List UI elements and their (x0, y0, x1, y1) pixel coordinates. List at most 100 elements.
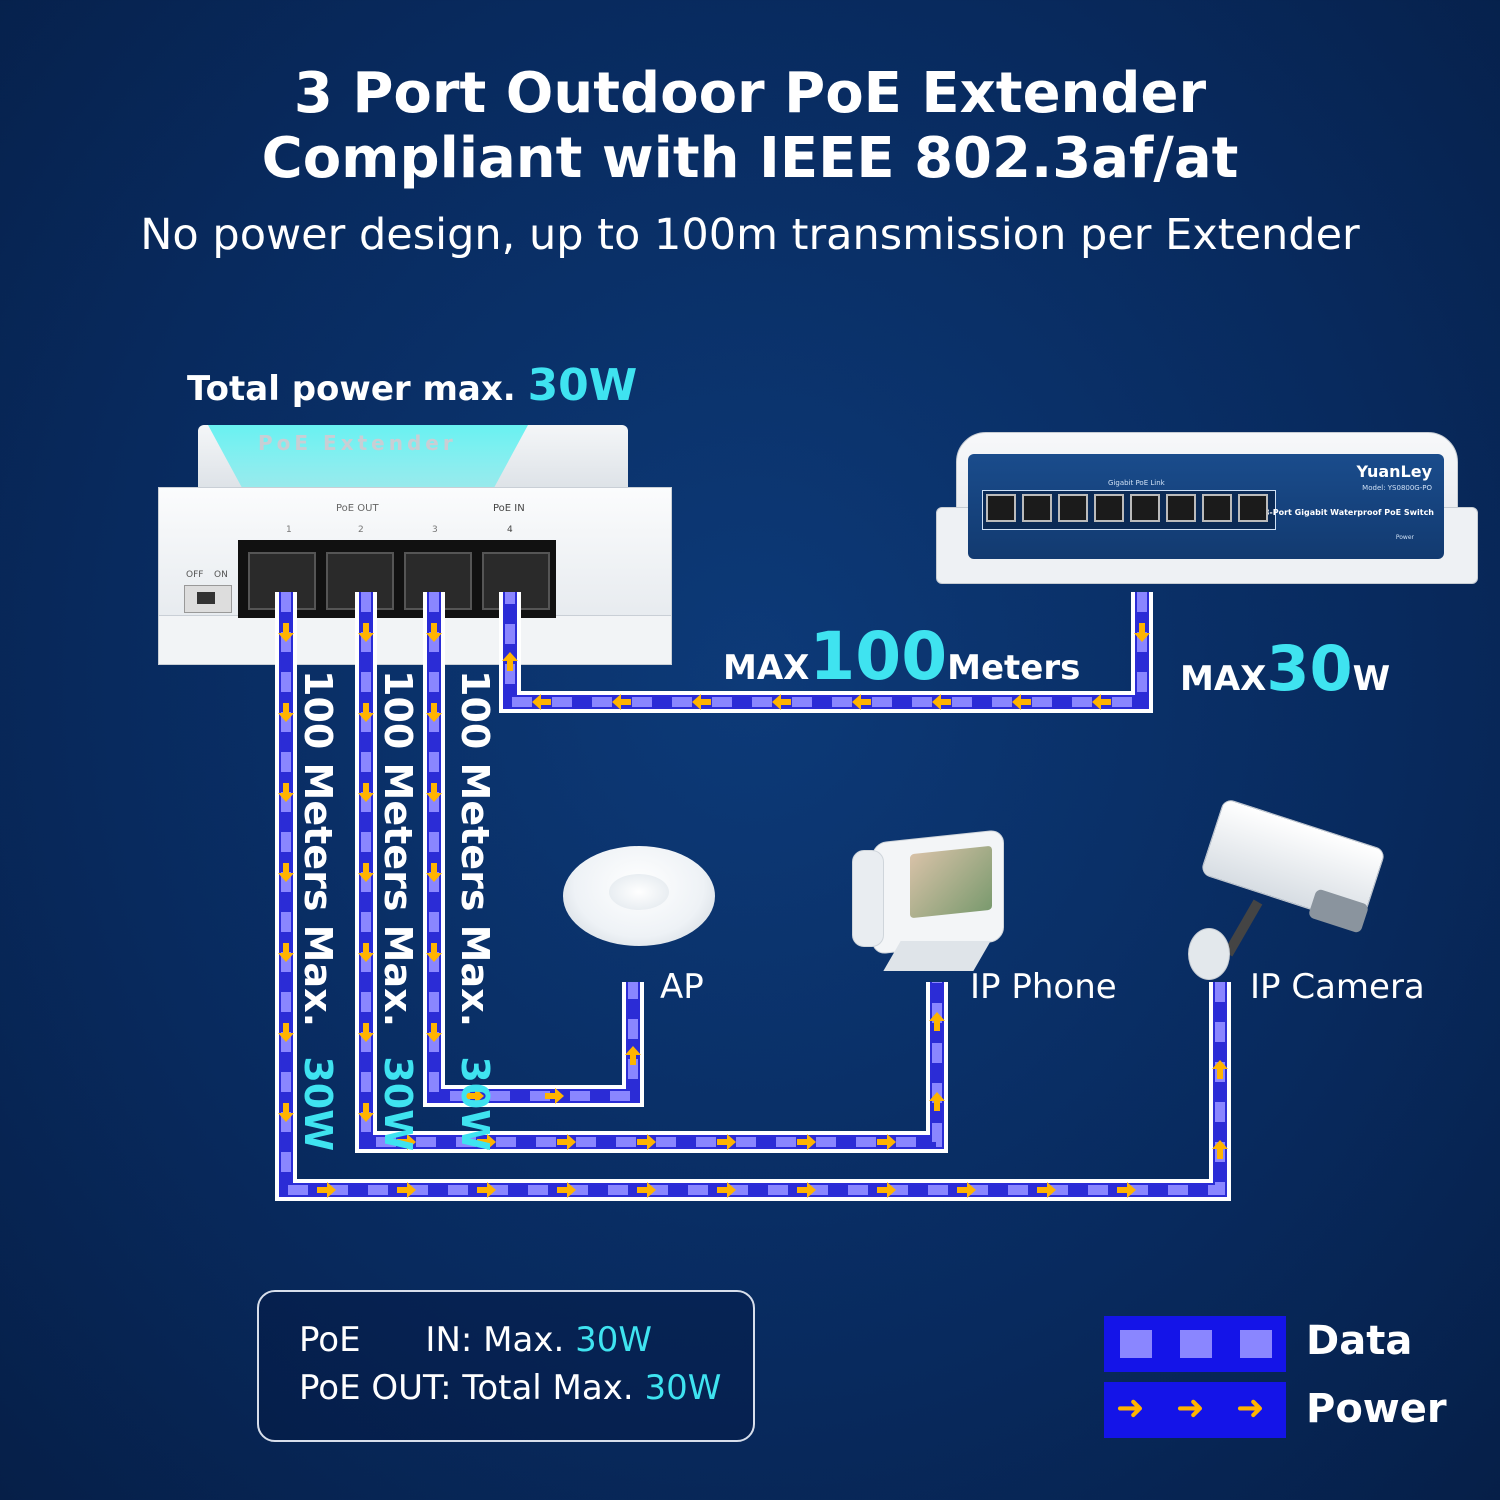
switch-panel-label: Gigabit PoE Link (1108, 479, 1165, 487)
port1-cable-power-arrow (717, 1182, 736, 1198)
port-number-1: 1 (286, 525, 292, 535)
uplink-power-label: MAX30W (1180, 632, 1390, 705)
uplink-power-value: 30 (1266, 632, 1353, 705)
legend-power-swatch: ➜ ➜ ➜ (1104, 1382, 1286, 1438)
port2-cable-power-arrow (797, 1134, 816, 1150)
port1-cable-power-arrow (278, 623, 294, 642)
power-toggle-switch[interactable] (184, 585, 232, 613)
spec-out-row: PoE OUT: Total Max. 30W (299, 1368, 721, 1408)
port2-cable-power-arrow (557, 1134, 576, 1150)
page-title: 3 Port Outdoor PoE Extender (293, 61, 1207, 126)
port2-distance: 100 Meters (376, 670, 420, 912)
port1-cable-data-dashes (281, 592, 1225, 1195)
uplink-cable-data-dashes (505, 592, 1147, 707)
port3-cable-power-arrow (426, 623, 442, 642)
switch-port-6[interactable] (1166, 494, 1196, 522)
port2-cable-power-arrow (717, 1134, 736, 1150)
port2-cable-power-arrow (929, 1012, 945, 1031)
port3-cable-power-arrow (625, 1046, 641, 1065)
port2-cable-power-arrow (358, 1103, 374, 1122)
port-number-3: 3 (432, 525, 438, 535)
port1-cable-power-arrow (278, 1023, 294, 1042)
port1-cable-power-arrow (1212, 1060, 1228, 1079)
port1-cable-power-arrow (957, 1182, 976, 1198)
port1-distance: 100 Meters (296, 670, 340, 912)
switch-port-7[interactable] (1202, 494, 1232, 522)
port1-cable-power-arrow (278, 703, 294, 722)
ip-camera-label: IP Camera (1250, 967, 1425, 1007)
port2-cable-power-arrow (397, 1134, 416, 1150)
total-power-label: Total power max. 30W (187, 360, 637, 411)
port-number-4: 4 (507, 525, 513, 535)
port2-cable-power-arrow (477, 1134, 496, 1150)
ip-phone-icon (852, 829, 1007, 976)
port2-cable-power-arrow (877, 1134, 896, 1150)
uplink-cable-power-arrow (772, 694, 791, 710)
switch-port-4[interactable] (1094, 494, 1124, 522)
port1-cable-power-arrow (1212, 1140, 1228, 1159)
uplink-cable-power-arrow (1012, 694, 1031, 710)
port1-power: 30W (296, 1056, 340, 1152)
poe-extender-device: PoE Extender PoE OUT PoE IN 1 2 3 4 OFF … (158, 425, 672, 665)
extender-name: PoE Extender (258, 431, 457, 455)
uplink-cable-power-arrow (532, 694, 551, 710)
port3-cable-power-arrow (545, 1088, 564, 1104)
uplink-cable-power-arrow (692, 694, 711, 710)
spec-in-row: PoE IN: Max. 30W (299, 1320, 652, 1360)
spec-in-prefix: Max. (483, 1320, 565, 1360)
switch-ports (986, 494, 1276, 524)
port3-cable-power-arrow (426, 863, 442, 882)
switch-brand: YuanLey (1356, 462, 1432, 481)
spec-out-value: 30W (644, 1368, 722, 1408)
uplink-cable-power-arrow (612, 694, 631, 710)
port1-cable-power-arrow (477, 1182, 496, 1198)
port1-cable-power-arrow (397, 1182, 416, 1198)
port2-cable-power-arrow (358, 783, 374, 802)
port1-cable-power-arrow (278, 783, 294, 802)
port2-max: Max. (376, 924, 420, 1028)
legend-power-label: Power (1306, 1386, 1447, 1432)
port3-cable-power-arrow (426, 943, 442, 962)
uplink-power-unit: W (1352, 659, 1391, 699)
port1-cable-power-arrow (877, 1182, 896, 1198)
port3-cable-power-arrow (426, 783, 442, 802)
port1-cable-power-arrow (557, 1182, 576, 1198)
switch-port-1[interactable] (986, 494, 1016, 522)
legend-power-arrow-2: ➜ (1176, 1388, 1205, 1428)
ip-camera-icon (1186, 797, 1387, 980)
legend-data-swatch (1104, 1316, 1286, 1372)
port2-cable-power-arrow (929, 1092, 945, 1111)
port3-power: 30W (453, 1056, 497, 1152)
ap-label: AP (660, 967, 704, 1007)
port2-label: 100 Meters Max. 30W (376, 670, 420, 1151)
total-power-text: Total power max. (187, 369, 516, 409)
switch-port-3[interactable] (1058, 494, 1088, 522)
port2-cable-power-arrow (358, 623, 374, 642)
spec-out-prefix: Total Max. (462, 1368, 634, 1408)
page-subtitle: No power design, up to 100m transmission… (140, 210, 1360, 260)
uplink-distance-unit: Meters (947, 648, 1081, 688)
switch-off-label: OFF (186, 570, 204, 580)
poe-in-label: PoE IN (493, 503, 525, 514)
poe-out-label: PoE OUT (336, 503, 379, 514)
switch-port-8[interactable] (1238, 494, 1268, 522)
port2-cable-power-arrow (358, 703, 374, 722)
uplink-cable-power-arrow (932, 694, 951, 710)
port-number-2: 2 (358, 525, 364, 535)
port3-label: 100 Meters Max. 30W (453, 670, 497, 1151)
port2-cable-power-arrow (637, 1134, 656, 1150)
port3-distance: 100 Meters (453, 670, 497, 912)
uplink-cable-power-arrow (502, 652, 518, 671)
port2-power: 30W (376, 1056, 420, 1152)
port3-max: Max. (453, 924, 497, 1028)
port3-cable-data-dashes (429, 592, 638, 1101)
port1-cable-power-arrow (1037, 1182, 1056, 1198)
port2-cable-power-arrow (358, 943, 374, 962)
port1-cable-power-arrow (1117, 1182, 1136, 1198)
switch-port-5[interactable] (1130, 494, 1160, 522)
port2-cable-data-dashes (361, 592, 942, 1147)
switch-model: Model: YS0800G-PO (1362, 484, 1432, 492)
switch-port-2[interactable] (1022, 494, 1052, 522)
port1-cable-power-arrow (317, 1182, 336, 1198)
